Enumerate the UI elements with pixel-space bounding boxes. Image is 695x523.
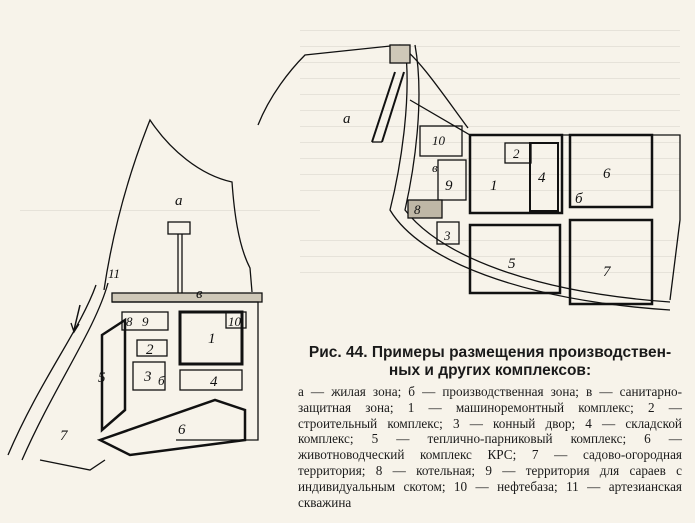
right-block-1 — [468, 133, 564, 215]
right-block-8 — [407, 199, 443, 219]
left-label-10: 10 — [228, 314, 242, 329]
right-label-1: 1 — [490, 178, 498, 194]
left-label-1: 1 — [208, 331, 216, 347]
artesian-well-tower — [167, 221, 191, 235]
right-label-4: 4 — [538, 170, 546, 186]
right-block-3 — [436, 221, 460, 245]
right-label-10: 10 — [432, 133, 446, 148]
figure-title: Рис. 44. Примеры размещения производстве… — [298, 344, 682, 380]
left-label-zone-v: в — [196, 286, 203, 302]
right-label-zone-v: в — [432, 160, 438, 175]
right-label-6: 6 — [603, 166, 611, 182]
left-label-zone-b: б — [158, 373, 165, 388]
block-4 — [179, 369, 243, 391]
left-label-5: 5 — [98, 370, 106, 386]
block-10 — [225, 311, 247, 329]
figure-title-line-2: ных и других комплексов: — [388, 362, 592, 379]
block-5 — [100, 317, 127, 433]
figure-caption: Рис. 44. Примеры размещения производстве… — [298, 344, 682, 510]
figure-title-line-1: Рис. 44. Примеры размещения производстве… — [308, 344, 672, 361]
right-road — [389, 44, 671, 311]
left-label-6: 6 — [178, 422, 186, 438]
right-block-9 — [437, 159, 467, 201]
right-label-5: 5 — [508, 256, 516, 272]
right-label-8: 8 — [414, 202, 421, 217]
right-block-6 — [568, 133, 654, 209]
right-label-zone-b: б — [575, 191, 583, 207]
block-3 — [132, 361, 166, 391]
right-label-zone-a: а — [343, 111, 351, 127]
left-label-9: 9 — [142, 314, 149, 329]
right-site-plan: а в б 1 2 3 4 5 6 7 8 9 10 — [257, 44, 681, 311]
residential-zone-outline — [103, 118, 253, 293]
left-label-zone-a: а — [175, 193, 183, 209]
block-2 — [136, 339, 168, 357]
right-block-5 — [468, 223, 562, 295]
block-1 — [178, 310, 244, 366]
block-6 — [96, 398, 247, 457]
right-label-9: 9 — [445, 178, 453, 194]
road-left — [7, 284, 97, 456]
right-block-10 — [419, 125, 463, 157]
right-block-7 — [568, 218, 654, 306]
right-label-3: 3 — [443, 228, 451, 243]
left-label-3: 3 — [143, 369, 152, 385]
figure-legend: а — жилая зона; б — производственная зон… — [298, 384, 682, 510]
left-label-7: 7 — [60, 428, 69, 444]
left-label-11: 11 — [108, 266, 120, 281]
right-label-7: 7 — [603, 264, 612, 280]
right-block-4 — [529, 142, 559, 212]
left-label-4: 4 — [210, 374, 218, 390]
left-site-plan: а в б 1 2 3 4 5 6 7 8 9 10 11 — [7, 118, 263, 471]
right-label-2: 2 — [513, 146, 520, 161]
left-label-8: 8 — [126, 314, 133, 329]
production-zone-outline — [112, 301, 259, 441]
right-production-outline — [409, 99, 681, 301]
left-label-2: 2 — [146, 342, 154, 358]
